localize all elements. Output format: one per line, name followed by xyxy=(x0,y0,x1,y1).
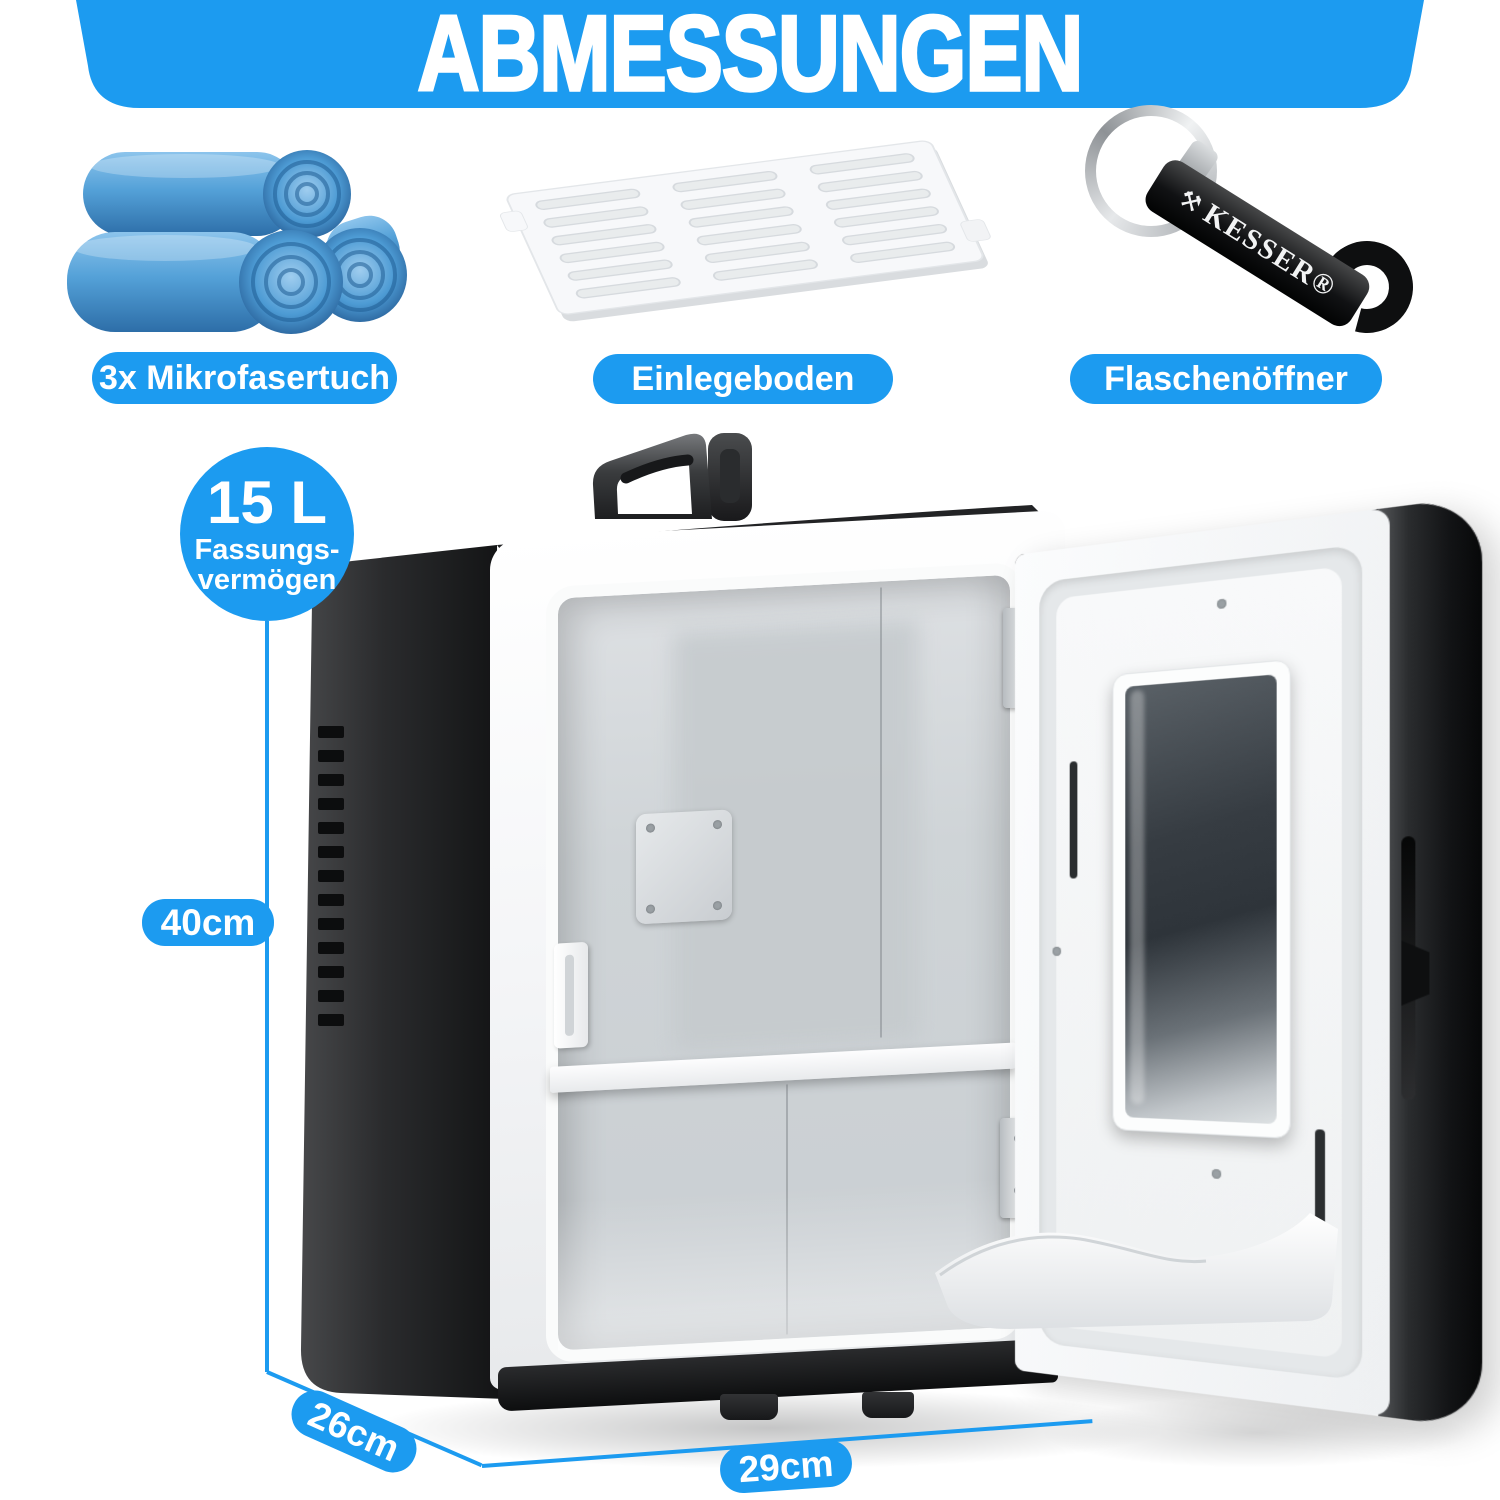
page-title: ABMESSUNGEN xyxy=(416,0,1085,114)
height-dimension-label: 40cm xyxy=(142,899,274,946)
bottle-opener-image: ⚒ KESSER® xyxy=(1075,95,1430,365)
door-screw xyxy=(1052,946,1062,956)
door-window-glass xyxy=(1125,674,1277,1125)
width-dimension-label: 29cm xyxy=(718,1438,854,1495)
interior-shelf xyxy=(550,1042,1016,1093)
door-latch-slot xyxy=(565,954,574,1037)
plate-screw xyxy=(713,900,722,911)
plate-screw xyxy=(646,823,655,833)
door-vent-slot xyxy=(1069,761,1078,879)
door-latch xyxy=(554,941,588,1049)
door-screw xyxy=(1211,1168,1222,1180)
door-window-frame xyxy=(1112,659,1291,1139)
opener-label-text: Flaschenöffner xyxy=(1104,359,1348,398)
fridge-foot xyxy=(862,1392,914,1418)
opener-label: Flaschenöffner xyxy=(1070,354,1382,404)
door-bottle-tray xyxy=(935,1213,1338,1329)
cooling-plate xyxy=(636,809,732,925)
plate-screw xyxy=(713,819,722,830)
capacity-value: 15 L xyxy=(206,468,328,536)
plate-screw xyxy=(646,904,655,914)
height-value: 40cm xyxy=(160,901,256,943)
shelf-image xyxy=(499,140,991,322)
shelf-label: Einlegeboden xyxy=(593,354,893,404)
width-value: 29cm xyxy=(737,1442,835,1490)
shelf-label-text: Einlegeboden xyxy=(631,359,855,398)
towels-label-text: 3x Mikrofasertuch xyxy=(99,358,390,397)
carry-handle xyxy=(592,433,752,521)
interior-corner-line-upper xyxy=(880,587,882,1038)
banner-shape xyxy=(76,0,1424,108)
height-dimension-line xyxy=(265,621,269,1372)
capacity-line2: vermögen xyxy=(197,564,337,596)
microfiber-towels-image xyxy=(67,150,407,334)
capacity-line1: Fassungs- xyxy=(194,533,340,566)
door-outer-edge xyxy=(1378,495,1483,1430)
fridge-foot xyxy=(720,1394,778,1420)
towels-label: 3x Mikrofasertuch xyxy=(92,352,397,404)
capacity-badge: 15 L Fassungs- vermögen xyxy=(180,447,354,621)
